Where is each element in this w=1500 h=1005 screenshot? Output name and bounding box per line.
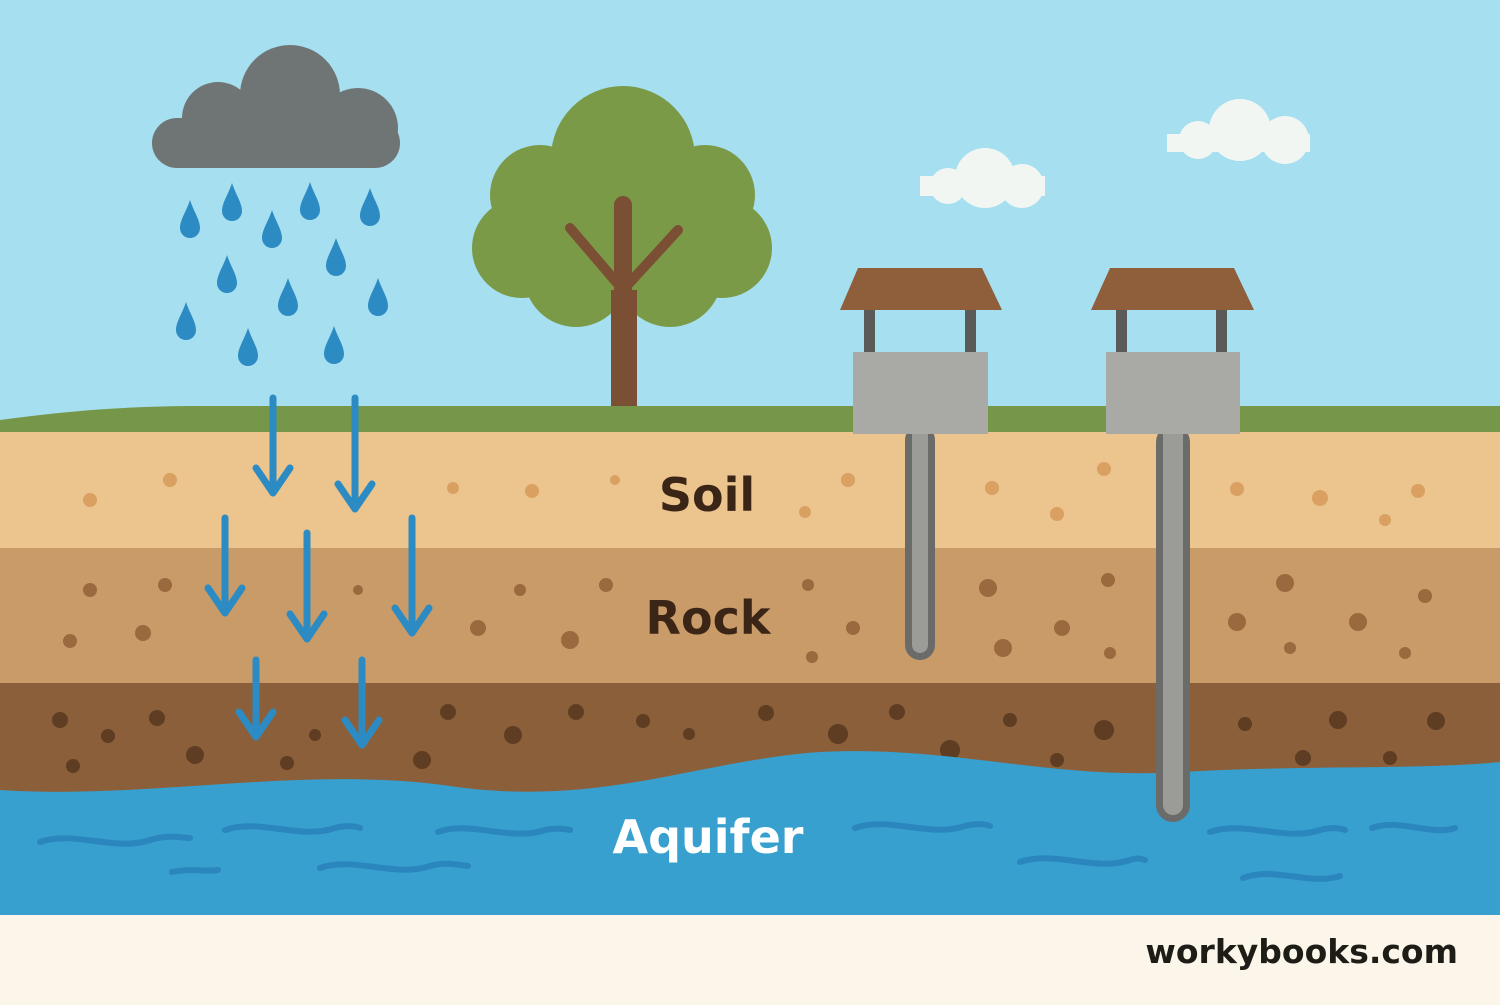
raindrop-icon [238, 328, 258, 366]
soil-label: Soil [659, 468, 755, 522]
down-arrow-icon [286, 529, 328, 643]
raindrop-icon [326, 238, 346, 276]
aquifer-label: Aquifer [613, 810, 804, 864]
raindrop-icon [360, 188, 380, 226]
well-shallow [840, 268, 1002, 660]
rock-layer [0, 548, 1500, 688]
soil-pebbles [83, 462, 1425, 526]
dark-pebbles [52, 704, 1445, 773]
soil-layer [0, 432, 1500, 552]
raindrop-icon [278, 278, 298, 316]
raindrop-icon [300, 182, 320, 220]
down-arrow-icon [334, 394, 376, 513]
down-arrow-icon [204, 514, 246, 617]
raindrop-icon [222, 183, 242, 221]
site-url: workybooks.com [1145, 932, 1458, 971]
infiltration-arrows [204, 394, 433, 749]
rock-pebbles [63, 573, 1432, 663]
down-arrow-icon [235, 656, 277, 741]
aquifer-layer [0, 751, 1500, 915]
rain-cloud-icon [152, 45, 400, 168]
raindrop-icon [368, 278, 388, 316]
cloud-icon [920, 148, 1045, 208]
raindrop-icon [176, 302, 196, 340]
raindrops [176, 182, 388, 366]
down-arrow-icon [391, 514, 433, 637]
down-arrow-icon [341, 656, 383, 749]
cloud-icon [1167, 99, 1310, 164]
rock-label: Rock [646, 591, 772, 645]
raindrop-icon [180, 200, 200, 238]
well-deep [1091, 268, 1254, 822]
water-waves [37, 821, 1458, 882]
tree-icon [472, 86, 772, 414]
down-arrow-icon [252, 394, 294, 497]
raindrop-icon [324, 326, 344, 364]
raindrop-icon [262, 210, 282, 248]
raindrop-icon [217, 255, 237, 293]
